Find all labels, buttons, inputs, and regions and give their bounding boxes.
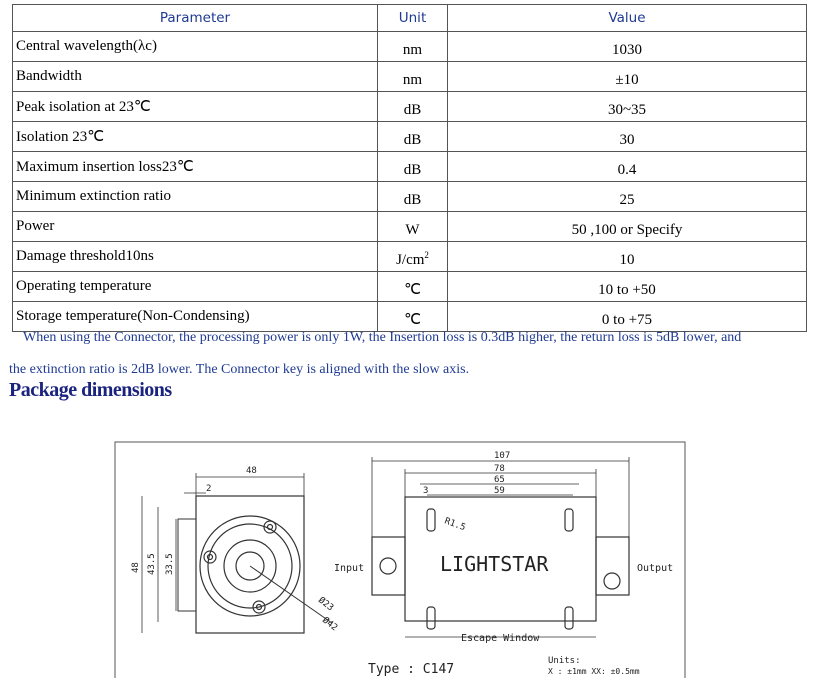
row-parameter: Damage threshold10ns bbox=[12, 241, 378, 272]
row-unit: dB bbox=[377, 91, 448, 122]
row-parameter: Maximum insertion loss23℃ bbox=[12, 151, 378, 182]
dim-435-label: 43.5 bbox=[147, 553, 157, 575]
screw-hole-left bbox=[203, 550, 217, 564]
drawing-frame bbox=[114, 441, 686, 678]
window-slot-bl bbox=[426, 606, 436, 630]
dim-48-label: 48 bbox=[246, 466, 257, 476]
table-row: Bandwidth nm ±10 bbox=[12, 61, 807, 92]
table-row: Central wavelength(λc) nm 1030 bbox=[12, 31, 807, 62]
row-parameter: Isolation 23℃ bbox=[12, 121, 378, 152]
table-row: Damage threshold10ns J/cm2 10 bbox=[12, 241, 807, 272]
connector-note: When using the Connector, the processing… bbox=[9, 322, 814, 386]
dim-r23-label: Ø23 bbox=[316, 595, 336, 614]
screw-hole-top bbox=[263, 520, 277, 534]
package-dimension-drawing: 48 2 48 43.5 33.5 Ø23 Ø42 107 78 65 59 3… bbox=[114, 441, 686, 678]
row-value: 30 bbox=[447, 121, 807, 152]
row-unit: dB bbox=[377, 181, 448, 212]
unit-base: J/cm bbox=[396, 252, 425, 268]
screw-hole-bottom-inner bbox=[255, 603, 263, 611]
dim-r15-label: R1.5 bbox=[443, 516, 467, 533]
row-value: 10 bbox=[447, 241, 807, 272]
window-slot-tl bbox=[426, 508, 436, 532]
front-view-flange bbox=[177, 518, 197, 612]
output-label: Output bbox=[637, 563, 673, 574]
header-value: Value bbox=[447, 4, 807, 32]
row-unit: J/cm2 bbox=[377, 241, 448, 272]
table-row: Power W 50 ,100 or Specify bbox=[12, 211, 807, 242]
input-port bbox=[379, 557, 397, 575]
row-unit: ℃ bbox=[377, 301, 448, 332]
radius-leader bbox=[249, 565, 333, 624]
row-unit: ℃ bbox=[377, 271, 448, 302]
dim-78-label: 78 bbox=[494, 464, 505, 474]
output-port bbox=[603, 572, 621, 590]
dim-48-side-label: 48 bbox=[131, 562, 141, 573]
row-parameter: Central wavelength(λc) bbox=[12, 31, 378, 62]
table-row: Operating temperature ℃ 10 to +50 bbox=[12, 271, 807, 302]
note-line-2: the extinction ratio is 2dB lower. The C… bbox=[9, 362, 470, 377]
table-header-row: Parameter Unit Value bbox=[12, 4, 807, 32]
inner-bore bbox=[235, 551, 265, 581]
table-row: Maximum insertion loss23℃ dB 0.4 bbox=[12, 151, 807, 182]
section-title: Package dimensions bbox=[9, 379, 172, 401]
row-parameter: Operating temperature bbox=[12, 271, 378, 302]
units-label: Units: bbox=[548, 656, 581, 666]
row-value: 0 to +75 bbox=[447, 301, 807, 332]
ring-23 bbox=[223, 539, 277, 593]
row-unit: nm bbox=[377, 31, 448, 62]
row-unit: nm bbox=[377, 61, 448, 92]
screw-hole-bottom bbox=[252, 600, 266, 614]
row-value: 0.4 bbox=[447, 151, 807, 182]
output-flange bbox=[595, 536, 630, 596]
dim-65-label: 65 bbox=[494, 475, 505, 485]
units-detail: X : ±1mm XX: ±0.5mm bbox=[548, 667, 640, 676]
front-view bbox=[141, 473, 333, 634]
input-flange bbox=[371, 536, 406, 596]
unit-superscript: 2 bbox=[424, 250, 429, 260]
window-slot-br bbox=[564, 606, 574, 630]
table-row: Storage temperature(Non-Condensing) ℃ 0 … bbox=[12, 301, 807, 332]
ring-42 bbox=[207, 523, 293, 609]
dim-3-label: 3 bbox=[423, 486, 428, 496]
row-parameter: Peak isolation at 23℃ bbox=[12, 91, 378, 122]
row-value: 10 to +50 bbox=[447, 271, 807, 302]
row-parameter: Bandwidth bbox=[12, 61, 378, 92]
spec-table: Parameter Unit Value Central wavelength(… bbox=[12, 4, 807, 332]
screw-hole-top-inner bbox=[266, 523, 274, 531]
side-view bbox=[371, 457, 630, 638]
dim-59-label: 59 bbox=[494, 486, 505, 496]
escape-window-label: Escape Window bbox=[461, 633, 540, 644]
dim-107-label: 107 bbox=[494, 451, 510, 461]
input-label: Input bbox=[334, 563, 364, 574]
row-parameter: Storage temperature(Non-Condensing) bbox=[12, 301, 378, 332]
dim-2-label: 2 bbox=[206, 484, 211, 494]
row-value: ±10 bbox=[447, 61, 807, 92]
header-parameter: Parameter bbox=[12, 4, 378, 32]
type-label: Type : C147 bbox=[368, 662, 454, 677]
screw-hole-left-inner bbox=[206, 553, 214, 561]
note-line-1: When using the Connector, the processing… bbox=[23, 330, 742, 345]
table-row: Minimum extinction ratio dB 25 bbox=[12, 181, 807, 212]
row-unit: W bbox=[377, 211, 448, 242]
window-slot-tr bbox=[564, 508, 574, 532]
row-unit: dB bbox=[377, 151, 448, 182]
row-value: 1030 bbox=[447, 31, 807, 62]
header-unit: Unit bbox=[377, 4, 448, 32]
table-row: Isolation 23℃ dB 30 bbox=[12, 121, 807, 152]
row-value: 25 bbox=[447, 181, 807, 212]
dim-r42-label: Ø42 bbox=[320, 615, 340, 634]
table-row: Peak isolation at 23℃ dB 30~35 bbox=[12, 91, 807, 122]
dim-335-label: 33.5 bbox=[165, 553, 175, 575]
row-value: 30~35 bbox=[447, 91, 807, 122]
outer-ring bbox=[199, 515, 301, 617]
row-parameter: Minimum extinction ratio bbox=[12, 181, 378, 212]
row-unit: dB bbox=[377, 121, 448, 152]
row-value: 50 ,100 or Specify bbox=[447, 211, 807, 242]
row-parameter: Power bbox=[12, 211, 378, 242]
brand-label: LIGHTSTAR bbox=[440, 552, 549, 576]
